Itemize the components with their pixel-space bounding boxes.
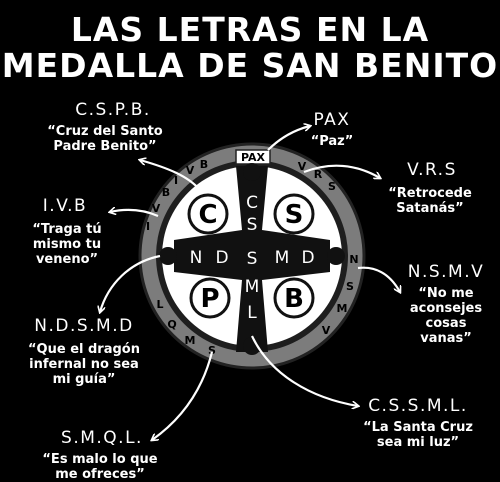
label-smql-meaning-line: me ofreces” — [55, 467, 145, 482]
label-ndsmd-meaning: “Que el dragón infernal no sea mi guía” — [16, 342, 152, 387]
medal-pax-text: PAX — [241, 151, 266, 164]
ring-letter: S — [328, 180, 336, 193]
arrow-cspb — [140, 160, 201, 191]
horizontal-letter: M — [275, 248, 290, 268]
label-vrs-code: V.R.S — [407, 160, 457, 180]
corner-letter-b: B — [273, 277, 315, 319]
ring-letter: N — [349, 253, 358, 266]
title-line-2: MEDALLA DE SAN BENITO — [1, 46, 499, 85]
vertical-letter: S — [247, 249, 258, 269]
label-vrs-meaning: “Retrocede Satanás” — [380, 186, 480, 216]
label-cspb-meaning: “Cruz del Santo Padre Benito” — [30, 124, 180, 154]
vertical-letter: S — [247, 215, 258, 235]
label-nsmv-meaning-line: aconsejes — [409, 301, 483, 316]
label-cspb-code: C.S.P.B. — [75, 100, 151, 120]
arrow-vrs — [303, 164, 380, 178]
ring-letter: S — [346, 280, 354, 293]
horizontal-letter: D — [301, 248, 314, 268]
label-nsmv-meaning: “No me aconsejes cosas vanas” — [398, 286, 494, 346]
corner-letter-c: C — [187, 193, 229, 235]
label-csssml-meaning: “La Santa Cruz sea mi luz” — [356, 420, 480, 450]
corner-letter-text: B — [284, 284, 304, 314]
label-ivb-meaning-line: mismo tu — [32, 237, 102, 252]
label-nsmv-meaning-line: vanas” — [420, 331, 472, 346]
corner-letter-text: C — [198, 200, 217, 230]
ring-letter: V — [322, 324, 331, 337]
arrow-ndsmd — [100, 254, 161, 312]
corner-letter-s: S — [273, 193, 315, 235]
vertical-letter: M — [245, 277, 260, 297]
label-csssml-meaning-line: sea mi luz” — [376, 435, 460, 450]
arrow-pax — [267, 126, 310, 151]
label-csssml-code: C.S.S.M.L. — [368, 396, 468, 416]
ring-letter: I — [146, 220, 150, 233]
label-nsmv-meaning-line: “No me — [418, 286, 474, 301]
ring-letter: I — [174, 174, 178, 187]
corner-letter-text: P — [200, 284, 219, 314]
label-smql-meaning-line: “Es malo lo que — [42, 452, 158, 467]
ring-letter: B — [162, 186, 170, 199]
arrow-csssml — [251, 335, 358, 406]
ring-letter: B — [200, 158, 208, 171]
label-csssml-meaning-line: “La Santa Cruz — [363, 420, 473, 435]
ring-letter: V — [186, 164, 195, 177]
vertical-letter: L — [247, 303, 257, 323]
label-ivb-meaning-line: “Traga tú — [32, 222, 102, 237]
label-vrs-meaning-line: Satanás” — [396, 201, 464, 216]
label-pax-code: PAX — [313, 110, 351, 130]
label-pax-meaning: “Paz” — [300, 134, 364, 149]
label-ndsmd-meaning-line: “Que el dragón — [28, 342, 140, 357]
label-cspb-meaning-line: “Cruz del Santo — [47, 124, 163, 139]
label-vrs-meaning-line: “Retrocede — [388, 186, 472, 201]
label-ivb-meaning-line: veneno” — [35, 252, 99, 267]
ring-letter: Q — [167, 318, 176, 331]
label-smql-meaning: “Es malo lo que me ofreces” — [30, 452, 170, 482]
horizontal-letter: D — [215, 248, 228, 268]
label-ivb-code: I.V.B — [42, 196, 88, 216]
arrow-ivb — [110, 210, 159, 218]
label-ndsmd-meaning-line: mi guía” — [52, 372, 116, 387]
corner-letter-text: S — [285, 200, 304, 230]
ring-letter: M — [185, 334, 196, 347]
arrow-smql — [152, 351, 214, 440]
label-nsmv-meaning-line: cosas — [425, 316, 467, 331]
ring-letter: V — [152, 202, 161, 215]
label-cspb-meaning-line: Padre Benito” — [53, 139, 157, 154]
ring-letter: S — [208, 344, 216, 357]
label-nsmv-code: N.S.M.V — [407, 262, 485, 282]
label-ndsmd-meaning-line: infernal no sea — [29, 357, 139, 372]
ring-letter: R — [314, 168, 323, 181]
arrow-nsmv — [357, 266, 400, 292]
ring-letter: M — [337, 302, 348, 315]
label-ivb-meaning: “Traga tú mismo tu veneno” — [22, 222, 112, 267]
label-smql-code: S.M.Q.L. — [61, 428, 143, 448]
ring-letter: V — [298, 160, 307, 173]
medal-cross — [159, 163, 345, 355]
ring-letter: L — [156, 298, 163, 311]
horizontal-letter: N — [190, 248, 203, 268]
label-pax-meaning-line: “Paz” — [310, 134, 354, 149]
label-ndsmd-code: N.D.S.M.D — [34, 316, 134, 336]
title-line-1: LAS LETRAS EN LA — [70, 10, 430, 49]
vertical-letter: C — [246, 193, 258, 213]
corner-letter-p: P — [189, 277, 231, 319]
